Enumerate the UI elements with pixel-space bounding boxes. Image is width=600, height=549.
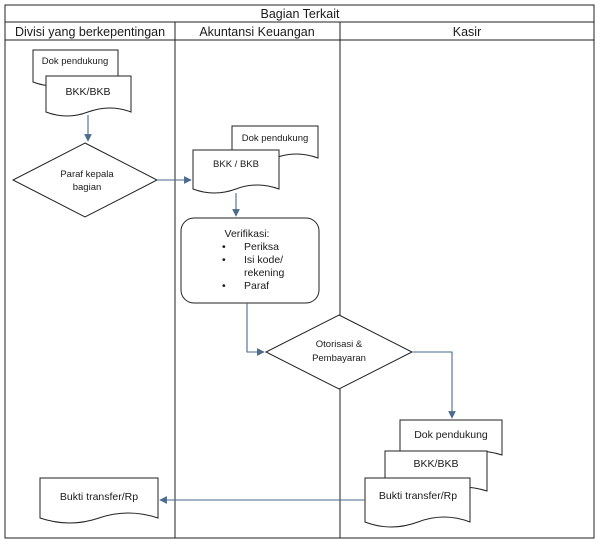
lane-header-kasir: Kasir [453,25,481,39]
lane-header-akuntansi: Akuntansi Keuangan [199,25,314,39]
verifikasi-item-rekening: rekening [244,267,284,279]
otorisasi-label-line2: Pembayaran [312,353,366,364]
verifikasi-bullet-2: • [222,254,226,266]
lane1-decision-label-line1: Paraf kepala [60,169,114,180]
lane3-doc-bukti-transfer-label: Bukti transfer/Rp [379,490,457,502]
swimlane-frame [4,4,595,539]
lane1-bukti-transfer-doc [39,477,159,524]
verifikasi-bullet-1: • [222,241,226,253]
lane2-doc-pendukung-label: Dok pendukung [242,133,309,144]
lane2-verifikasi-process [180,217,320,304]
lane-header-divisi: Divisi yang berkepentingan [15,25,165,39]
lane1-paraf-decision [11,142,159,218]
otorisasi-label-line1: Otorisasi & [316,339,363,350]
lane1-doc-bkk-bkb [45,75,132,117]
lane3-doc-pendukung-label: Dok pendukung [414,429,488,441]
connectors [84,115,456,504]
verifikasi-item-paraf: Paraf [244,280,269,292]
lane2-doc-bkk-bkb [192,149,280,194]
lane3-doc-bkk-bkb-label: BKK/BKB [414,458,459,470]
arrow-verifikasi-to-otorisasi [246,303,265,356]
lane1-doc-bkk-bkb-label: BKK/BKB [66,86,111,98]
otorisasi-decision [264,314,414,390]
lane3-doc-bukti-transfer [364,477,471,528]
verifikasi-item-periksa: Periksa [244,241,279,253]
verifikasi-title: Verifikasi: [225,228,270,240]
lane2-document-stack [192,125,319,194]
verifikasi-bullet-3: • [222,280,226,292]
lane1-doc-pendukung-label: Dok pendukung [42,56,109,67]
arrow-otorisasi-to-kasir [412,351,456,419]
verifikasi-item-isi-kode: Isi kode/ [244,254,283,266]
lane3-document-stack [364,419,503,528]
diagram-title: Bagian Terkait [261,7,341,21]
lane1-decision-label-line2: bagian [73,182,102,193]
outer-border [4,4,595,539]
lane1-bukti-transfer-label: Bukti transfer/Rp [60,491,138,503]
lane2-doc-bkk-bkb-label: BKK / BKB [213,159,259,170]
lane1-document-stack [32,49,132,117]
